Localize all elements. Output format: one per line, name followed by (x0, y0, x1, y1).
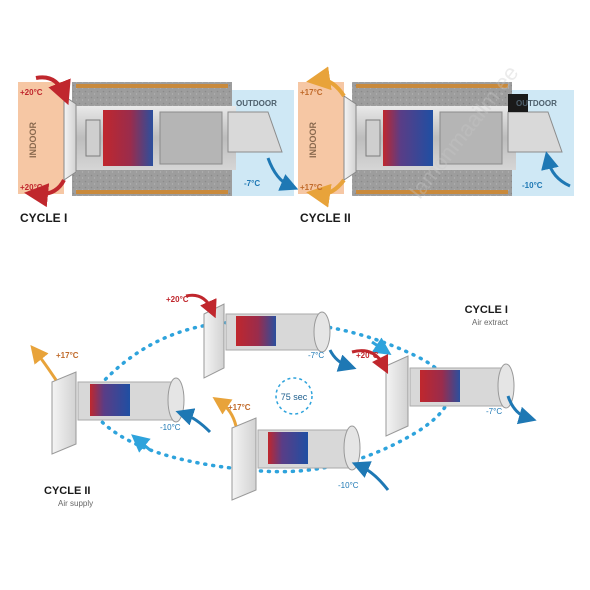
unit-panel (51, 371, 77, 455)
temp-in: +20°C (166, 295, 189, 304)
warm-in-arrow (35, 75, 71, 106)
unit-end (313, 311, 331, 353)
temp-in: +17°C (56, 351, 79, 360)
cycle2-title: CYCLE II (44, 485, 90, 497)
path-arrow-left (131, 434, 151, 453)
timer-label: 75 sec (281, 392, 308, 402)
unit-end (167, 377, 185, 423)
unit-right: +20°C -7°C (351, 349, 537, 437)
warm-in-arrow (185, 293, 217, 319)
unit-core (90, 384, 130, 416)
caption: CYCLE II (300, 211, 351, 225)
unit-core (268, 432, 308, 464)
temp-in: +17°C (228, 403, 251, 412)
unit-bottom: +17°C -10°C (212, 397, 390, 501)
wood-strip-bottom (356, 190, 508, 194)
unit-end (497, 363, 515, 409)
inner-panel (63, 95, 77, 181)
temp-in: +20°C (356, 351, 379, 360)
outer-hood (507, 111, 563, 153)
warm-supply-arrow-top (306, 66, 346, 98)
ceramic-core (103, 110, 153, 166)
cycle1-subtitle: Air extract (472, 318, 509, 327)
temp-bottom-indoor: +20°C (20, 183, 43, 192)
warm-out-arrow (24, 179, 66, 208)
warm-supply-arrow (30, 344, 58, 381)
unit-end (343, 425, 361, 471)
cycle1-cross-section: INDOOR OUTDOOR +20°C +20°C -7°C CYCLE I (18, 75, 299, 225)
wood-strip-top (356, 84, 508, 88)
indoor-label: INDOOR (308, 121, 318, 158)
unit-left: +17°C -10°C (30, 344, 212, 455)
cold-arrow (266, 157, 299, 191)
unit-top: +20°C -7°C (166, 293, 357, 379)
fan (365, 119, 381, 157)
warm-in-arrow (351, 349, 389, 375)
unit-panel (231, 417, 257, 501)
cold-in-arrow (541, 151, 571, 188)
temp-outdoor: -10°C (522, 181, 543, 190)
temp-out: -10°C (160, 423, 181, 432)
outer-hood (227, 111, 283, 153)
inner-panel (343, 95, 357, 181)
temp-outdoor: -7°C (244, 179, 260, 188)
temp-top-indoor: +20°C (20, 88, 43, 97)
indoor-zone (18, 82, 64, 194)
caption: CYCLE I (20, 211, 67, 225)
cycle2-cross-section: INDOOR OUTDOOR +17°C +17°C -10°C CYCLE I… (298, 66, 574, 225)
outdoor-label: OUTDOOR (236, 99, 277, 108)
cold-in-arrow (351, 461, 390, 491)
path-arrow-right (371, 337, 392, 355)
wood-strip-bottom (76, 190, 228, 194)
warm-supply-arrow (212, 397, 238, 427)
temp-bottom-indoor: +17°C (300, 183, 323, 192)
temp-out: -7°C (486, 407, 502, 416)
fan (85, 119, 101, 157)
filter (159, 111, 223, 165)
timer-circle (275, 377, 313, 415)
unit-core (236, 316, 276, 346)
cycle1-title: CYCLE I (465, 304, 508, 316)
wood-strip-top (76, 84, 228, 88)
temp-out: -10°C (338, 481, 359, 490)
unit-panel (203, 303, 225, 379)
outdoor-label: OUTDOOR (516, 99, 557, 108)
cycle-diagram: 75 sec +20°C -7°C +20°C -7°C (30, 293, 537, 508)
filter (439, 111, 503, 165)
temp-top-indoor: +17°C (300, 88, 323, 97)
hood-shadow (508, 94, 528, 112)
cold-in-arrow (175, 408, 212, 434)
cold-out-arrow (506, 395, 537, 425)
ceramic-core (383, 110, 433, 166)
unit-panel (385, 355, 409, 437)
cycle2-subtitle: Air supply (58, 499, 93, 508)
temp-out: -7°C (308, 351, 324, 360)
cold-out-arrow (328, 349, 357, 372)
indoor-zone (298, 82, 344, 194)
unit-core (420, 370, 460, 402)
warm-supply-arrow-bottom (306, 178, 346, 208)
indoor-label: INDOOR (28, 121, 38, 158)
